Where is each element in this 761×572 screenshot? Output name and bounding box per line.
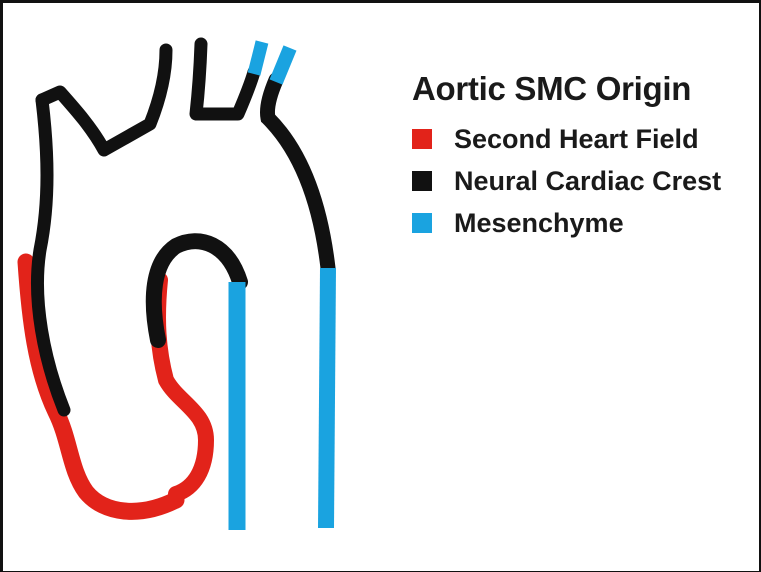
shf-inner-root-wall (158, 280, 206, 494)
ncc-outer-arch-descending (267, 80, 328, 268)
mes-outer-descending-wall (326, 268, 328, 528)
legend-swatch-red (412, 129, 432, 149)
neural-crest-region (37, 44, 328, 410)
mes-branch-tip-left (254, 42, 262, 74)
legend-swatch-blue (412, 213, 432, 233)
legend-label: Neural Cardiac Crest (454, 166, 721, 197)
legend-item-mesenchyme: Mesenchyme (412, 202, 721, 244)
ncc-first-branch (42, 50, 166, 150)
legend-label: Second Heart Field (454, 124, 699, 155)
legend-label: Mesenchyme (454, 208, 624, 239)
legend-item-neural-cardiac-crest: Neural Cardiac Crest (412, 160, 721, 202)
mes-branch-tip-right (276, 48, 290, 82)
mesenchyme-region (237, 42, 328, 530)
ncc-second-branch (196, 44, 254, 114)
legend-swatch-black (412, 171, 432, 191)
legend-title: Aortic SMC Origin (412, 70, 721, 108)
legend: Aortic SMC Origin Second Heart Field Neu… (412, 70, 721, 244)
legend-item-second-heart-field: Second Heart Field (412, 118, 721, 160)
